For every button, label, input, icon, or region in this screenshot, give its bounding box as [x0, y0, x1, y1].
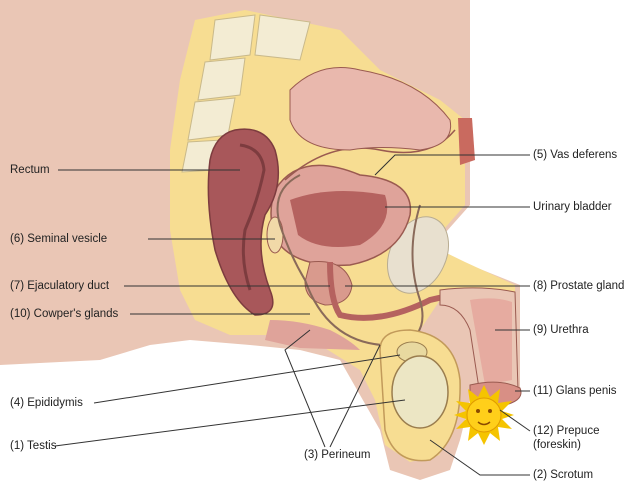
- bladder-wall: [290, 191, 388, 248]
- label-glans-penis: (11) Glans penis: [533, 385, 617, 397]
- testis: [391, 355, 449, 429]
- leader-perineum: [284, 329, 326, 448]
- label-rectum: Rectum: [10, 164, 50, 176]
- label-urethra: (9) Urethra: [533, 324, 589, 336]
- leader-perineum-2: [329, 344, 381, 448]
- label-ejaculatory-duct: (7) Ejaculatory duct: [10, 280, 110, 292]
- leader-lines: [54, 154, 531, 476]
- perineum-tissue: [265, 320, 360, 350]
- abdominal-muscle: [458, 118, 475, 165]
- label-testis: (1) Testis: [10, 440, 57, 452]
- leader-epididymis: [93, 354, 401, 404]
- rectum-lumen: [239, 143, 266, 291]
- leader-scrotum: [429, 439, 530, 476]
- label-prepuce-sub: (foreskin): [533, 439, 581, 451]
- leader-testis: [54, 399, 406, 447]
- label-cowpers-glands: (10) Cowper's glands: [10, 308, 119, 320]
- label-prepuce: (12) Prepuce: [533, 425, 600, 437]
- sun-face-icon: [454, 385, 514, 445]
- label-prostate-gland: (8) Prostate gland: [533, 280, 625, 292]
- leader-prepuce: [499, 409, 531, 432]
- corpus: [470, 298, 512, 385]
- intestine: [289, 67, 452, 151]
- label-vas-deferens: (5) Vas deferens: [533, 149, 618, 161]
- rectum: [207, 128, 280, 316]
- label-seminal-vesicle: (6) Seminal vesicle: [10, 233, 108, 245]
- label-scrotum: (2) Scrotum: [533, 469, 594, 481]
- label-perineum: (3) Perineum: [304, 449, 371, 461]
- seminal-vesicle: [266, 216, 284, 254]
- label-epididymis: (4) Epididymis: [10, 397, 83, 409]
- label-urinary-bladder: Urinary bladder: [533, 201, 612, 213]
- leader-vas-deferens: [374, 154, 530, 176]
